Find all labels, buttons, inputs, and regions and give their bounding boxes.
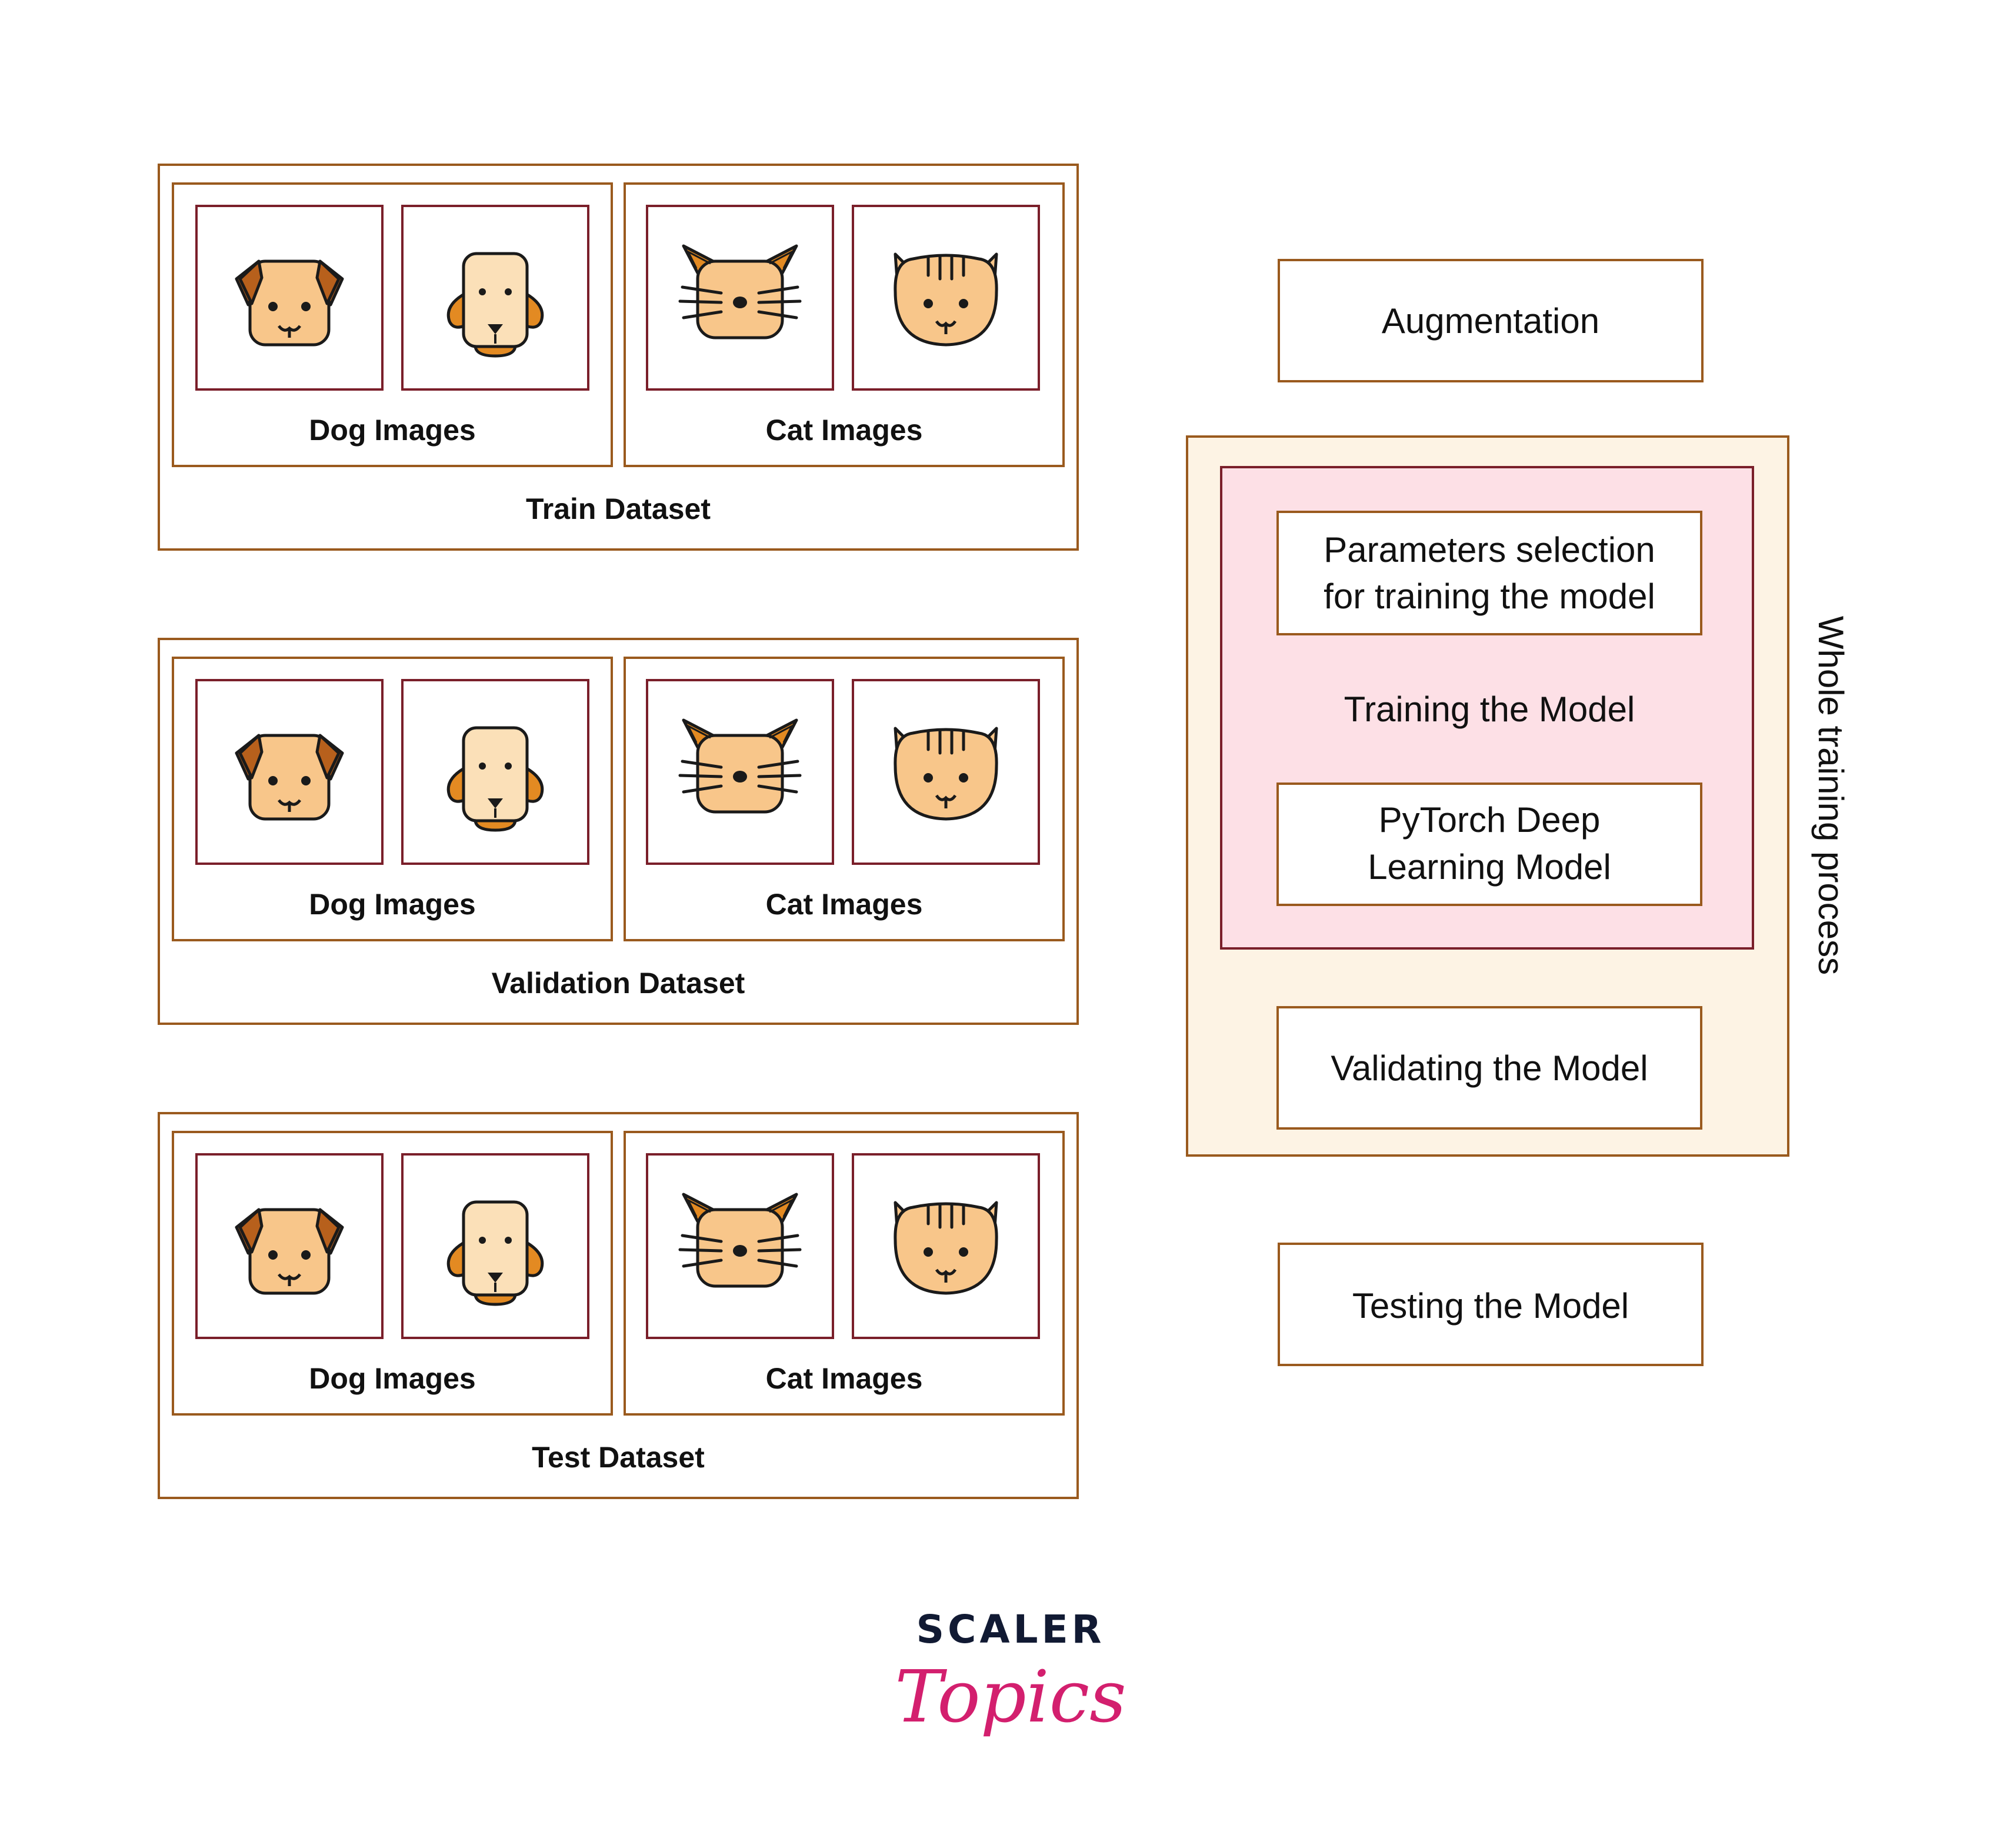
cat-striped-icon — [895, 1203, 996, 1293]
cat-striped-icon — [895, 254, 996, 345]
validation-dataset-title: Validation Dataset — [492, 967, 745, 1000]
dog-floppy-ear-icon — [236, 1210, 342, 1293]
train-dataset-title: Train Dataset — [526, 492, 711, 525]
pytorch-model-box: PyTorch Deep Learning Model — [1276, 783, 1702, 906]
dog-floppy-ear-icon — [236, 261, 342, 345]
scaler-topics-logo: SCALER Topics — [895, 1607, 1126, 1739]
validation-dataset-block: Dog Images Cat Images Validation Dataset — [158, 638, 1079, 1025]
logo-scaler-text: SCALER — [916, 1607, 1105, 1652]
validating-model-label: Validating the Model — [1331, 1048, 1648, 1088]
test-dataset-title: Test Dataset — [532, 1441, 705, 1474]
testing-model-box: Testing the Model — [1278, 1243, 1704, 1366]
logo-topics-text: Topics — [895, 1655, 1126, 1739]
parameters-selection-box: Parameters selection for training the mo… — [1276, 511, 1702, 635]
train-dog-images-label: Dog Images — [309, 414, 475, 447]
validating-model-box: Validating the Model — [1276, 1006, 1702, 1130]
train-cat-images-label: Cat Images — [766, 414, 923, 447]
training-the-model-label: Training the Model — [1344, 690, 1635, 729]
whole-training-process-label: Whole training process — [1811, 616, 1851, 975]
train-dataset-block: Dog Images Cat Images Train Dataset — [158, 164, 1079, 551]
validation-cat-images-label: Cat Images — [766, 888, 923, 921]
validation-dog-images-label: Dog Images — [309, 888, 475, 921]
parameters-selection-line1: Parameters selection — [1324, 530, 1655, 570]
augmentation-box: Augmentation — [1278, 259, 1704, 382]
test-dataset-block: Dog Images Cat Images Test Dataset — [158, 1112, 1079, 1499]
pytorch-model-line1: PyTorch Deep — [1379, 800, 1601, 840]
pytorch-model-line2: Learning Model — [1368, 847, 1611, 887]
testing-model-label: Testing the Model — [1352, 1286, 1629, 1326]
test-cat-images-label: Cat Images — [766, 1362, 923, 1395]
cat-striped-icon — [895, 728, 996, 819]
dog-floppy-ear-icon — [236, 735, 342, 819]
test-dog-images-label: Dog Images — [309, 1362, 475, 1395]
augmentation-label: Augmentation — [1382, 301, 1599, 341]
parameters-selection-line2: for training the model — [1324, 577, 1655, 616]
